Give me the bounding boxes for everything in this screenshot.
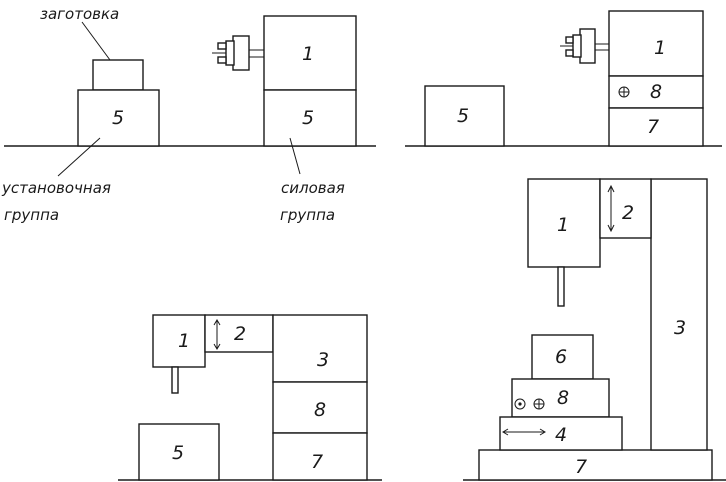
base-unit-number: 7 (647, 116, 659, 138)
diagram-d: 7 3 1 2 6 8 4 (463, 178, 726, 481)
table-low-number: 4 (555, 424, 567, 446)
power-group-leader (289, 137, 301, 175)
base-unit-block (608, 107, 704, 147)
setup-group-label-line1: установочная (1, 179, 111, 197)
head-number: 1 (178, 330, 190, 352)
setup-unit-number: 5 (112, 107, 124, 129)
bed-number: 7 (575, 456, 587, 478)
feed-unit-block (599, 178, 652, 239)
power-group-label-line2: группа (280, 206, 335, 224)
feed-unit-number: 2 (234, 323, 246, 345)
setup-unit-block (138, 423, 220, 481)
column-base-number: 7 (311, 451, 323, 473)
table-mid-number: 8 (557, 387, 569, 409)
cross-slide-icon (533, 398, 545, 410)
diagram-a: 5 1 5 заготовка установочная группа сило… (1, 5, 376, 224)
column-number: 3 (674, 317, 686, 339)
power-head-block (608, 10, 704, 77)
cross-slide-icon (618, 86, 630, 98)
column-top-block (272, 314, 368, 383)
column-top-number: 3 (317, 349, 329, 371)
table-low-block (499, 416, 623, 451)
column-base-block (272, 432, 368, 481)
setup-group-label-line2: группа (4, 206, 59, 224)
power-base-block (263, 89, 357, 147)
head-number: 1 (557, 214, 569, 236)
setup-group-leader (57, 137, 101, 177)
power-head-number: 1 (302, 43, 314, 65)
setup-unit-number: 5 (172, 442, 184, 464)
vertical-feed-arrow-icon (213, 319, 221, 350)
setup-unit-block (424, 85, 505, 147)
feed-unit-number: 2 (622, 202, 634, 224)
diagram-b: 5 1 8 7 (405, 10, 722, 147)
chuck-icon (560, 28, 609, 64)
power-base-number: 5 (302, 107, 314, 129)
diagram-c: 1 2 3 8 7 5 (118, 314, 382, 481)
column-mid-number: 8 (314, 399, 326, 421)
power-head-number: 1 (654, 37, 666, 59)
head-block (152, 314, 206, 368)
horizontal-feed-arrow-icon (502, 428, 546, 436)
blank-label: заготовка (40, 5, 119, 23)
power-group-label-line1: силовая (281, 179, 345, 197)
column-block (650, 178, 708, 451)
bed-block (478, 449, 713, 481)
vertical-feed-arrow-icon (607, 184, 615, 233)
setup-unit-block (77, 89, 160, 147)
power-head-block (263, 15, 357, 91)
tool-spindle (557, 266, 565, 307)
chuck-icon (212, 35, 264, 71)
setup-unit-number: 5 (457, 105, 469, 127)
rotation-indicator-icon (514, 398, 526, 410)
slide-unit-number: 8 (650, 81, 662, 103)
table-top-number: 6 (555, 346, 567, 368)
head-block (527, 178, 601, 268)
blank-workpiece (92, 59, 144, 91)
blank-leader (81, 21, 111, 61)
tool-spindle (171, 366, 179, 394)
